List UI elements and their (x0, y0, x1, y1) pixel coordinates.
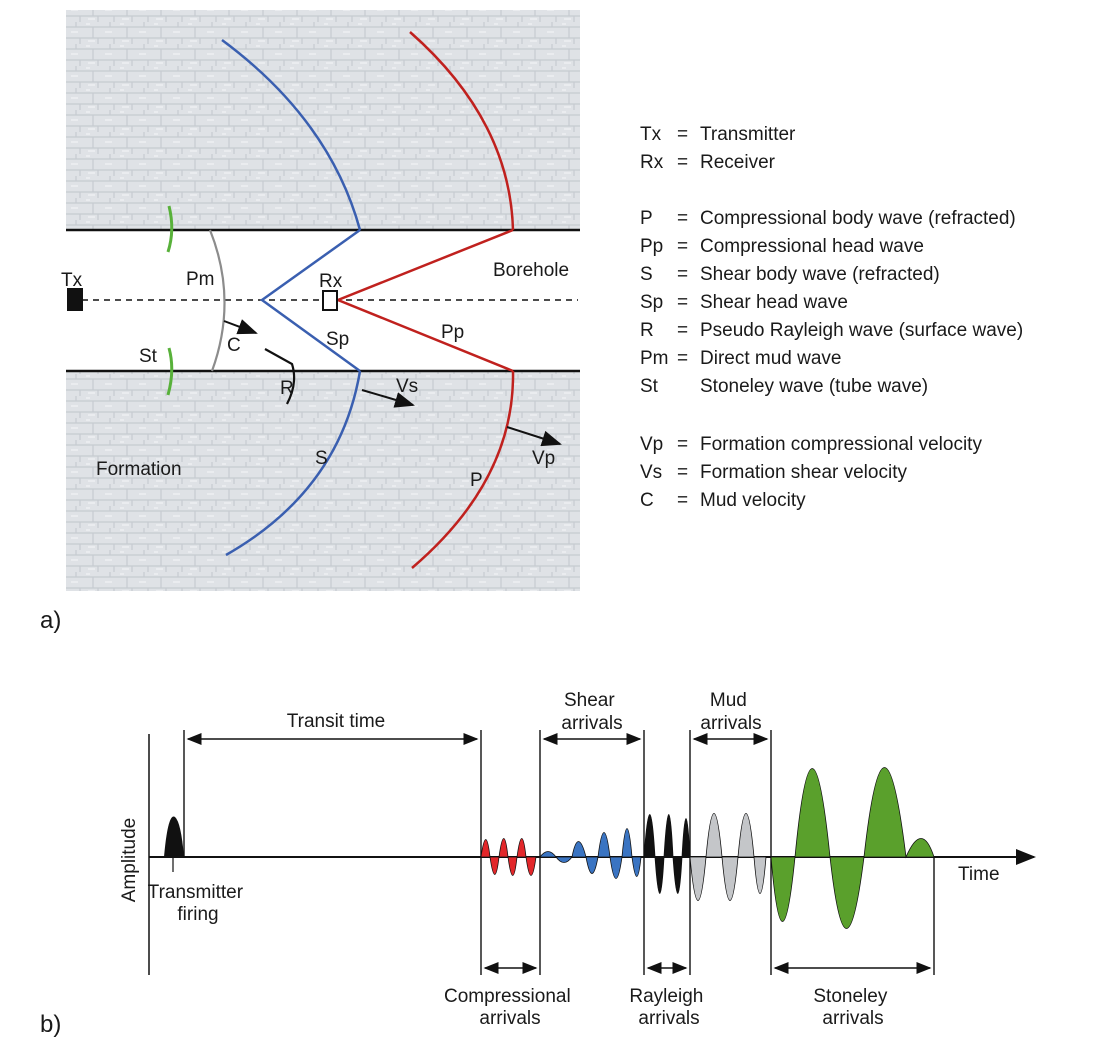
legend-desc-7: Direct mud wave (700, 348, 842, 369)
formation-label: Formation (96, 459, 182, 480)
pm-label: Pm (186, 269, 215, 290)
legend-sym-7: Pm (640, 348, 669, 369)
shear-body-wave-lower (225, 370, 362, 557)
compressional-arrivals-label: Compressional arrivals (444, 986, 576, 1029)
legend-sym-4: S (640, 264, 653, 285)
compressional-arrivals-line-1: Compressional (444, 986, 571, 1007)
s-label: S (315, 448, 328, 469)
amplitude-axis-label: Amplitude (119, 818, 140, 903)
mud-arrivals-line-2: arrivals (700, 713, 761, 734)
stoneley-arrivals-label: Stoneley arrivals (813, 986, 892, 1029)
borehole-label: Borehole (493, 260, 569, 281)
vp-label: Vp (532, 448, 555, 469)
lower-formation (66, 371, 580, 591)
legend-sym-1: Rx (640, 152, 664, 173)
dimension-arrows (186, 733, 932, 974)
mud-velocity-arrow (223, 319, 258, 335)
legend-eq-10: = (677, 462, 688, 483)
st-label: St (139, 346, 158, 367)
rayleigh-wave (264, 348, 296, 405)
legend-eq-11: = (677, 490, 688, 511)
shear-arrivals-line-1: Shear (564, 690, 615, 711)
legend-eq-5: = (677, 292, 688, 313)
transmitter-firing-label: Transmitter firing (148, 882, 249, 925)
legend-desc-8: Stoneley wave (tube wave) (700, 376, 928, 397)
legend-sym-8: St (640, 376, 659, 397)
legend-desc-10: Formation shear velocity (700, 462, 907, 483)
legend-desc-9: Formation compressional velocity (700, 434, 982, 455)
compressional-body-wave-upper (409, 31, 515, 231)
rayleigh-arrivals-line-1: Rayleigh (629, 986, 703, 1007)
compressional-body-wave-lower (411, 370, 515, 569)
legend-sym-5: Sp (640, 292, 663, 313)
legend-eq-2: = (677, 208, 688, 229)
compressional-arrivals-line-2: arrivals (479, 1008, 540, 1029)
legend-desc-1: Receiver (700, 152, 776, 173)
stoneley-waveform (770, 767, 935, 929)
stoneley-wave-lower (166, 347, 174, 396)
legend-desc-6: Pseudo Rayleigh wave (surface wave) (700, 320, 1023, 341)
shear-velocity-arrow (361, 389, 415, 408)
receiver-box (322, 290, 338, 311)
p-label: P (470, 470, 483, 491)
legend-eq-7: = (677, 348, 688, 369)
legend-eq-1: = (677, 152, 688, 173)
legend-desc-0: Transmitter (700, 124, 796, 145)
pp-label: Pp (441, 322, 464, 343)
direct-mud-wave (208, 229, 226, 372)
legend-desc-2: Compressional body wave (refracted) (700, 208, 1016, 229)
rx-label: Rx (319, 271, 343, 292)
transmitter-firing-line-1: Transmitter (148, 882, 244, 903)
shear-body-wave-upper (221, 38, 362, 231)
mud-arrivals-line-1: Mud (710, 690, 747, 711)
legend-desc-11: Mud velocity (700, 490, 806, 511)
rayleigh-waveform (643, 814, 691, 894)
transmitter-pulse (164, 816, 184, 857)
tx-label: Tx (61, 270, 83, 291)
mud-arrivals-label: Mud arrivals (700, 690, 761, 734)
shear-arrivals-line-2: arrivals (561, 713, 622, 734)
r-label: R (280, 378, 294, 399)
legend-eq-9: = (677, 434, 688, 455)
transit-time-label: Transit time (287, 711, 386, 732)
legend-sym-9: Vp (640, 434, 663, 455)
vs-label: Vs (396, 376, 418, 397)
panel-a-label: a) (40, 607, 61, 634)
transmitter-firing-line-2: firing (177, 904, 218, 925)
panel-b-label: b) (40, 1011, 61, 1038)
legend-sym-2: P (640, 208, 653, 229)
legend-eq-4: = (677, 264, 688, 285)
compressional-waveform (480, 838, 540, 876)
rayleigh-arrivals-line-2: arrivals (638, 1008, 699, 1029)
legend-desc-4: Shear body wave (refracted) (700, 264, 940, 285)
shear-waveform (539, 828, 644, 879)
legend-sym-0: Tx (640, 124, 662, 145)
mud-waveform (689, 813, 771, 901)
panel-a: Tx Rx Pm St C R Sp Pp Vs Vp S P Borehole… (40, 10, 1023, 634)
upper-formation (66, 10, 580, 230)
legend-sym-10: Vs (640, 462, 662, 483)
stoneley-arrivals-line-1: Stoneley (813, 986, 887, 1007)
legend-sym-11: C (640, 490, 654, 511)
c-label: C (227, 335, 241, 356)
legend-desc-5: Shear head wave (700, 292, 848, 313)
legend-sym-6: R (640, 320, 654, 341)
stoneley-wave-upper (166, 205, 174, 253)
rayleigh-arrivals-label: Rayleigh arrivals (629, 986, 708, 1029)
legend-eq-3: = (677, 236, 688, 257)
stoneley-arrivals-line-2: arrivals (822, 1008, 883, 1029)
legend-desc-3: Compressional head wave (700, 236, 924, 257)
legend-sym-3: Pp (640, 236, 663, 257)
sp-label: Sp (326, 329, 349, 350)
legend-eq-0: = (677, 124, 688, 145)
time-axis-label: Time (958, 864, 1000, 885)
shear-head-wave (259, 228, 361, 373)
legend-eq-6: = (677, 320, 688, 341)
transmitter-box (67, 288, 83, 311)
compressional-velocity-arrow (506, 426, 562, 447)
panel-b: Amplitude Time Transmitter firing (40, 690, 1036, 1038)
shear-arrivals-label: Shear arrivals (561, 690, 622, 734)
